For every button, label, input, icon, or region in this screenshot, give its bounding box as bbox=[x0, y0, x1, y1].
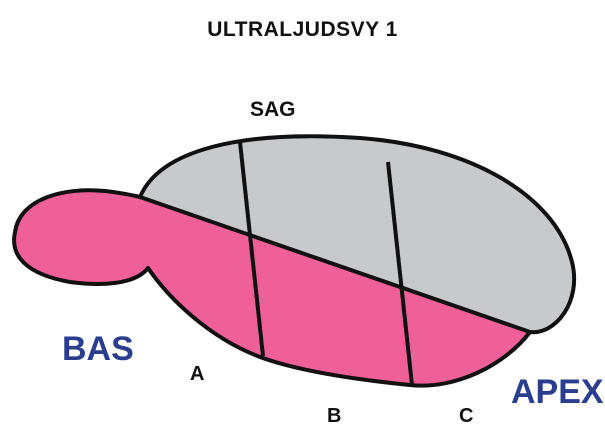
label-apex: APEX bbox=[511, 373, 604, 412]
label-b: B bbox=[327, 405, 341, 428]
diagram-title: ULTRALJUDSVY 1 bbox=[0, 18, 605, 42]
label-a: A bbox=[190, 363, 204, 386]
label-sag: SAG bbox=[250, 98, 296, 122]
label-bas: BAS bbox=[62, 330, 134, 369]
label-c: C bbox=[459, 405, 473, 428]
